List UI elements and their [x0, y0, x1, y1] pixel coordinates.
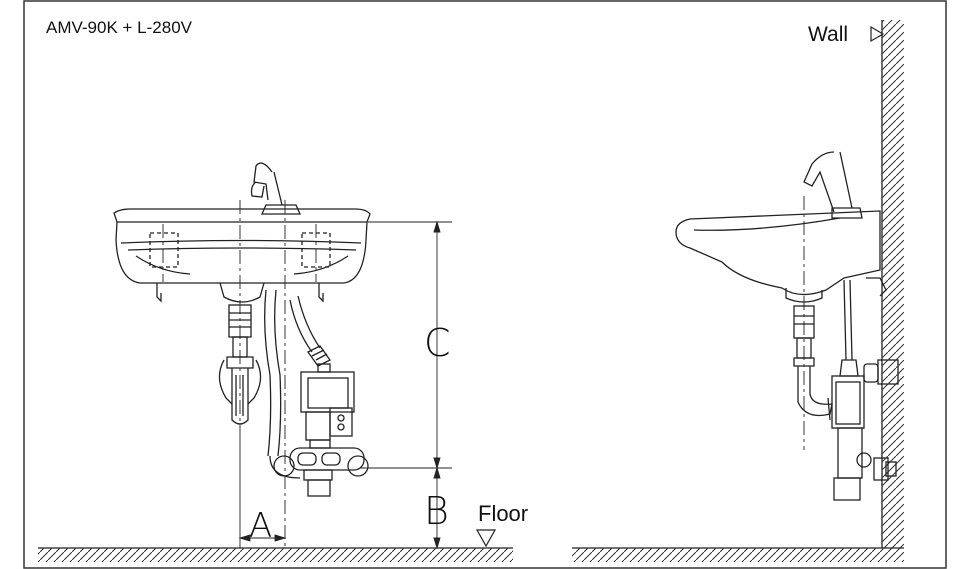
- dimension-a: [238, 432, 287, 548]
- page-title: AMV-90K + L-280V: [46, 18, 193, 37]
- side-hoses: [843, 279, 853, 361]
- side-valve-unit: [831, 359, 899, 501]
- side-floor: [572, 547, 904, 562]
- front-floor: [38, 547, 513, 562]
- front-basin: [113, 208, 371, 303]
- side-wall: [881, 20, 904, 548]
- dim-a-label: A: [249, 506, 272, 546]
- dim-c-label: C: [424, 321, 451, 365]
- side-basin: [675, 210, 887, 303]
- front-centerlines: [162, 200, 317, 548]
- outer-border: [23, 0, 947, 569]
- front-drain-trap: [218, 304, 262, 425]
- side-drain-trap: [793, 305, 833, 421]
- front-faucet: [250, 162, 302, 215]
- floor-label: Floor: [478, 501, 528, 526]
- wall-marker-icon: [870, 25, 885, 43]
- front-valve-unit: [269, 345, 369, 497]
- side-faucet: [803, 151, 863, 219]
- front-hoses: [264, 289, 321, 457]
- dim-b-label: B: [424, 489, 449, 533]
- floor-marker-icon: [475, 529, 497, 548]
- dimension-c: [360, 220, 452, 550]
- front-view: [38, 162, 513, 562]
- side-view: [572, 20, 904, 562]
- wall-label: Wall: [808, 23, 848, 46]
